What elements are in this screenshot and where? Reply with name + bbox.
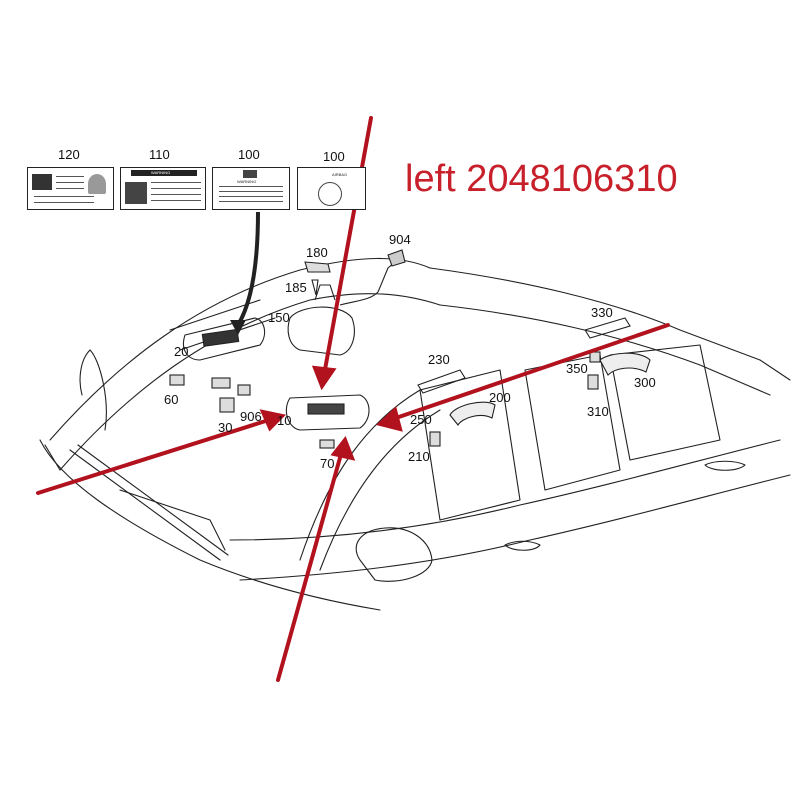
arrow-bottom-head [330,436,356,461]
arrow-bottom [276,445,345,682]
part-310 [587,374,599,390]
arrow-left [36,417,274,495]
connector-904 [387,249,406,267]
part-70 [319,439,335,449]
callout-10: 10 [277,413,292,428]
label-100b-title: AIRBAG [332,172,348,177]
callout-250: 250 [410,412,432,427]
airbag-icon [125,182,147,204]
bracket-330 [584,317,631,339]
label-110-title: WARNING [151,170,171,175]
label-card-100a: WARNING [212,167,290,210]
airbag-deploy-icon [318,182,342,206]
callout-120: 120 [58,147,80,162]
callout-200: 200 [489,390,511,405]
callout-350: 350 [566,361,588,376]
label-leader [230,211,260,335]
part-350 [589,351,601,363]
callout-60: 60 [164,392,179,407]
arrow-right [388,323,670,422]
sun-visor-right [285,394,370,431]
callout-150: 150 [268,310,290,325]
arrow-left-head [259,409,287,432]
part-number-headline: left 2048106310 [405,158,678,200]
seat-icon [32,174,52,190]
part-906 [237,384,251,396]
arrow-top [322,116,373,377]
car-outline [39,257,791,611]
part-30 [219,397,235,413]
callout-300: 300 [634,375,656,390]
callout-180: 180 [306,245,328,260]
sun-visor-left [182,317,266,361]
callout-230: 230 [428,352,450,367]
part-900 [211,377,231,389]
callout-100-b: 100 [323,149,345,164]
callout-310: 310 [587,404,609,419]
callout-70: 70 [320,456,335,471]
arrow-right-head [375,406,403,432]
part-210 [429,431,441,447]
small-parts [169,351,601,449]
warning-symbol [243,170,257,178]
person-icon [88,174,106,194]
callout-100-a: 100 [238,147,260,162]
callout-110: 110 [149,147,170,162]
label-card-110: WARNING [120,167,206,210]
screw-185 [311,279,319,296]
bracket-230 [417,369,466,394]
arrow-top-head [311,365,337,391]
callout-20: 20 [174,344,189,359]
callout-185: 185 [285,280,307,295]
callout-904: 904 [389,232,411,247]
red-arrows [36,116,670,682]
warning-banner [131,170,197,176]
label-100a-title: WARNING [237,179,257,184]
grab-handle-200 [449,401,496,426]
callout-330: 330 [591,305,613,320]
label-card-100b: AIRBAG [297,167,366,210]
grab-handle-300 [599,352,651,376]
callout-210: 210 [408,449,430,464]
label-card-120 [27,167,114,210]
callout-30: 30 [218,420,233,435]
mount-clip-180 [304,261,331,273]
part-60 [169,374,185,386]
callout-906: 906 [240,409,262,424]
